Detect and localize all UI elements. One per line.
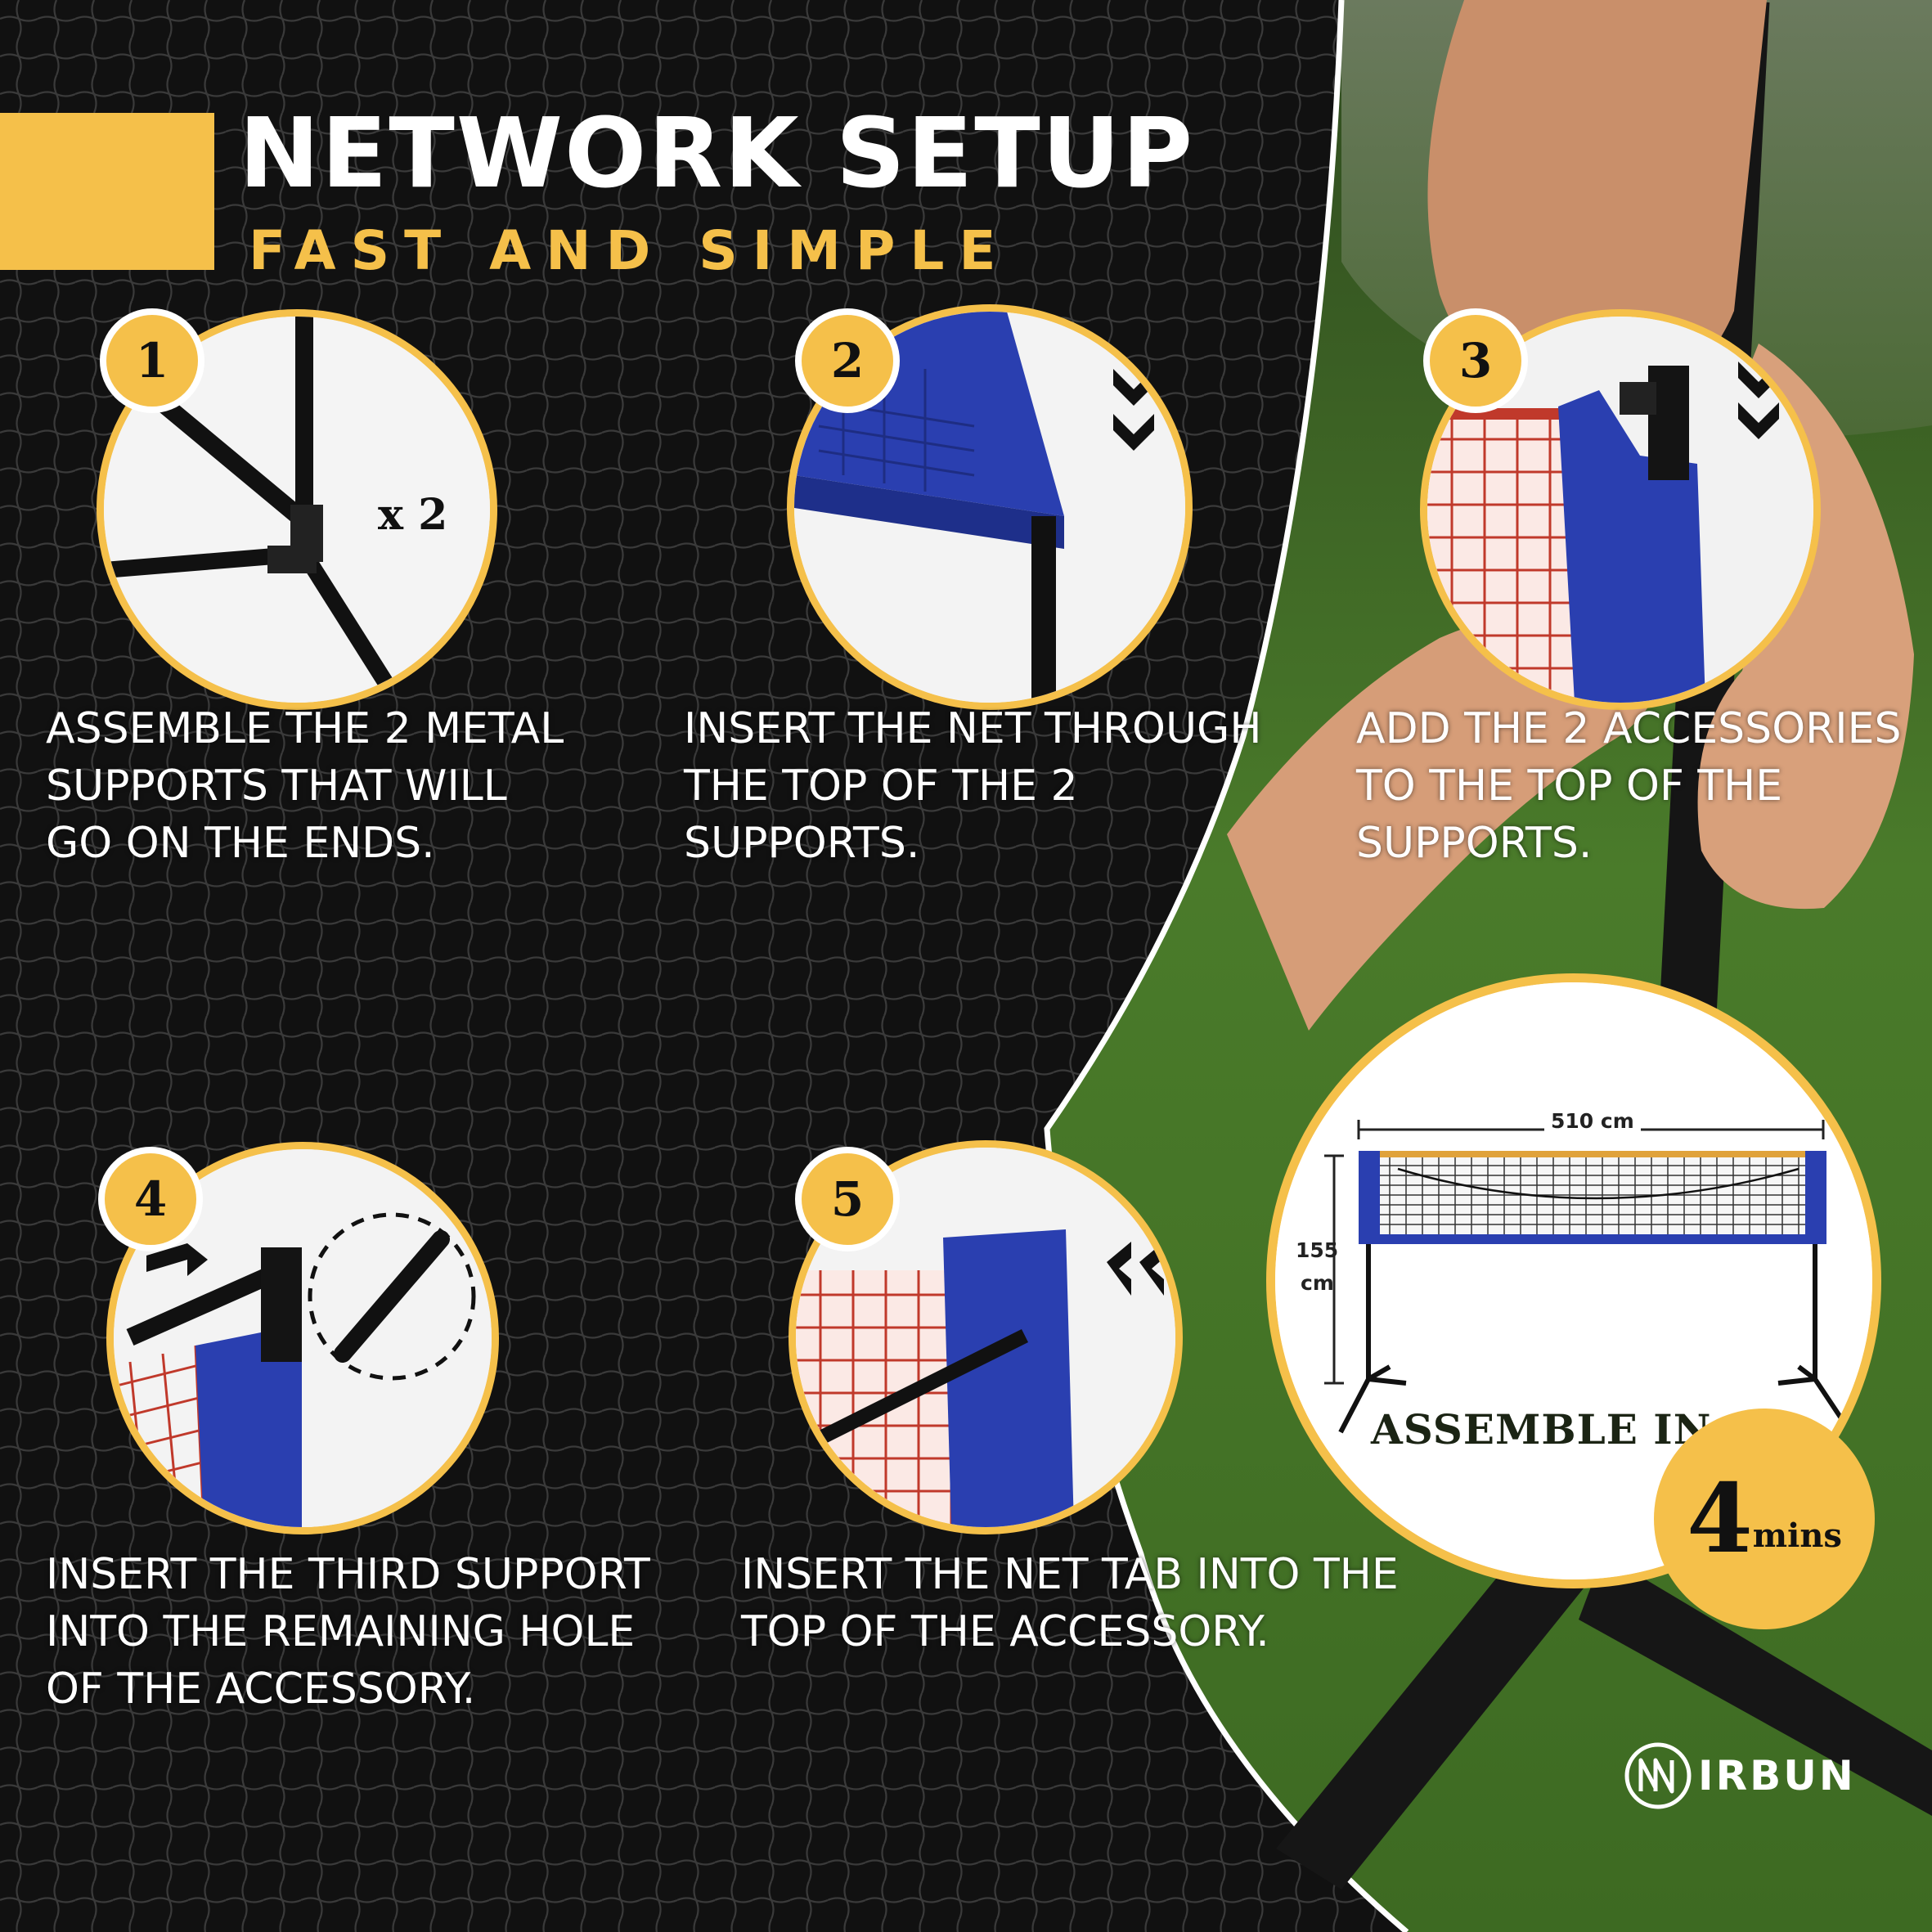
step-4-badge: 4 xyxy=(98,1147,203,1251)
brand-logo-icon xyxy=(1624,1742,1692,1809)
assembly-time-badge: 4 mins xyxy=(1654,1409,1875,1629)
step-2-badge: 2 xyxy=(795,308,900,413)
step-4-text: INSERT THE THIRD SUPPORT INTO THE REMAIN… xyxy=(46,1550,650,1714)
step-3-text: ADD THE 2 ACCESSORIES TO THE TOP OF THE … xyxy=(1356,704,1902,868)
net-height-unit: cm xyxy=(1301,1271,1334,1295)
brand-logo: IRBUN xyxy=(1623,1741,1856,1811)
header-accent-bar xyxy=(0,113,214,270)
page-title: NETWORK SETUP xyxy=(239,97,1195,209)
assembly-time-unit: mins xyxy=(1752,1516,1842,1555)
assemble-in-label: ASSEMBLE IN xyxy=(1371,1405,1712,1453)
step-1-text: ASSEMBLE THE 2 METAL SUPPORTS THAT WILL … xyxy=(46,704,564,868)
step-2-text: INSERT THE NET THROUGH THE TOP OF THE 2 … xyxy=(684,704,1262,868)
net-height-value: 155 xyxy=(1296,1238,1339,1262)
brand-name: IRBUN xyxy=(1698,1752,1856,1799)
page-subtitle: FAST AND SIMPLE xyxy=(249,219,1011,282)
step-5-badge: 5 xyxy=(795,1147,900,1251)
step-3-badge: 3 xyxy=(1423,308,1528,413)
quantity-label: x 2 xyxy=(378,490,447,540)
assembly-time-value: 4 xyxy=(1687,1463,1753,1575)
step-1-badge: 1 xyxy=(100,308,204,413)
net-width-label: 510 cm xyxy=(1544,1109,1641,1133)
